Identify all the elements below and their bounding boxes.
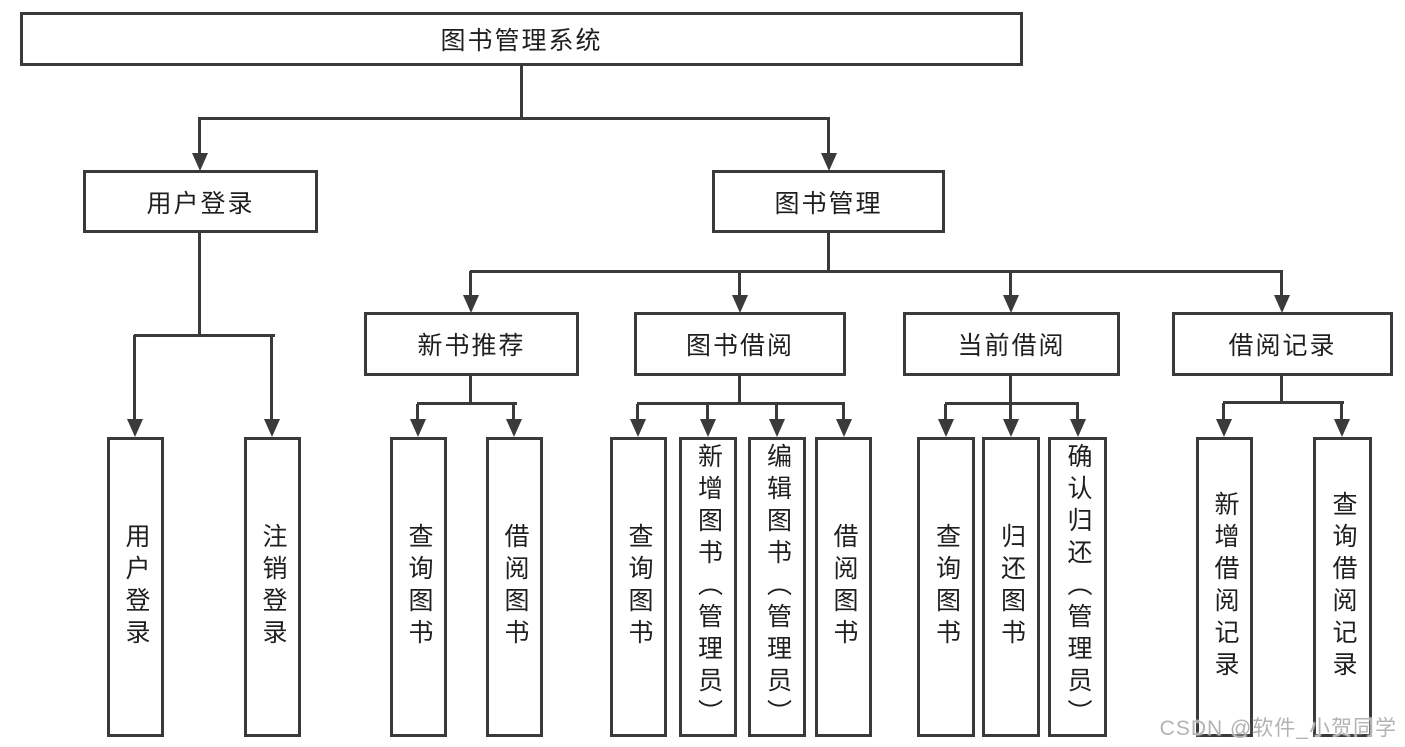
arrow-down-icon bbox=[133, 335, 136, 419]
node-label: 归还图书 bbox=[997, 523, 1026, 651]
arrow-down-icon bbox=[1009, 271, 1012, 295]
arrow-down-icon bbox=[706, 404, 709, 419]
connector-line bbox=[1223, 401, 1344, 404]
node-book-borrowing: 图书借阅 bbox=[634, 312, 846, 376]
connector-line bbox=[1009, 375, 1012, 405]
node-borrow-books-borrowing: 借阅图书 bbox=[815, 437, 872, 737]
node-label: 新增图书（管理员） bbox=[694, 443, 723, 731]
node-add-borrow-record: 新增借阅记录 bbox=[1196, 437, 1253, 737]
node-label: 图书管理 bbox=[774, 189, 883, 218]
connector-line bbox=[945, 402, 1079, 405]
arrow-down-icon bbox=[944, 404, 947, 419]
node-add-books-admin: 新增图书（管理员） bbox=[679, 437, 737, 737]
node-label: 图书管理系统 bbox=[440, 27, 603, 55]
node-new-book-recommendation: 新书推荐 bbox=[364, 312, 579, 376]
arrow-down-icon bbox=[738, 271, 741, 295]
arrow-down-icon bbox=[512, 404, 515, 419]
connector-line bbox=[738, 375, 741, 405]
connector-line bbox=[199, 117, 830, 120]
node-label: 查询图书 bbox=[405, 523, 433, 651]
arrow-down-icon bbox=[469, 271, 472, 295]
node-label: 借阅记录 bbox=[1228, 332, 1337, 360]
node-borrowing-records: 借阅记录 bbox=[1172, 312, 1393, 376]
node-label: 查询图书 bbox=[932, 523, 961, 651]
node-query-borrow-record: 查询借阅记录 bbox=[1313, 437, 1372, 737]
node-label: 图书借阅 bbox=[685, 332, 794, 360]
connector-line bbox=[637, 402, 845, 405]
node-logout: 注销登录 bbox=[244, 437, 301, 737]
node-user-login: 用户登录 bbox=[107, 437, 164, 737]
node-query-books-recommend: 查询图书 bbox=[390, 437, 447, 737]
arrow-down-icon bbox=[636, 404, 639, 419]
connector-line bbox=[520, 66, 523, 119]
arrow-down-icon bbox=[842, 404, 845, 419]
connector-line bbox=[134, 334, 275, 337]
node-label: 查询借阅记录 bbox=[1329, 491, 1357, 683]
connector-line bbox=[827, 233, 830, 273]
node-label: 当前借阅 bbox=[957, 332, 1066, 360]
arrow-down-icon bbox=[198, 117, 201, 153]
arrow-down-icon bbox=[775, 404, 778, 419]
connector-line bbox=[417, 402, 517, 405]
arrow-down-icon bbox=[1009, 404, 1012, 419]
connector-line bbox=[469, 375, 472, 405]
node-query-books-borrowing: 查询图书 bbox=[610, 437, 667, 737]
node-borrow-books-recommend: 借阅图书 bbox=[486, 437, 543, 737]
node-label: 新增借阅记录 bbox=[1211, 491, 1239, 683]
node-user-login-module: 用户登录 bbox=[83, 170, 318, 233]
node-label: 借阅图书 bbox=[830, 523, 858, 651]
arrow-down-icon bbox=[827, 117, 830, 153]
arrow-down-icon bbox=[270, 335, 273, 419]
node-label: 借阅图书 bbox=[501, 523, 529, 651]
node-label: 用户登录 bbox=[122, 523, 150, 651]
node-return-books: 归还图书 bbox=[982, 437, 1040, 737]
node-edit-books-admin: 编辑图书（管理员） bbox=[748, 437, 806, 737]
arrow-down-icon bbox=[1280, 271, 1283, 295]
node-label: 注销登录 bbox=[259, 523, 287, 651]
node-query-books-current: 查询图书 bbox=[917, 437, 975, 737]
node-label: 查询图书 bbox=[625, 523, 653, 651]
node-confirm-return-admin: 确认归还（管理员） bbox=[1048, 437, 1107, 737]
node-label: 用户登录 bbox=[146, 189, 255, 218]
connector-line bbox=[1280, 375, 1283, 404]
arrow-down-icon bbox=[1076, 404, 1079, 419]
connector-line bbox=[470, 270, 1283, 273]
node-current-borrowing: 当前借阅 bbox=[903, 312, 1120, 376]
connector-line bbox=[198, 233, 201, 336]
watermark-csdn: CSDN @软件_小贺同学 bbox=[1159, 717, 1397, 740]
arrow-down-icon bbox=[1340, 403, 1343, 419]
node-book-management-module: 图书管理 bbox=[712, 170, 945, 233]
node-label: 确认归还（管理员） bbox=[1064, 443, 1092, 731]
arrow-down-icon bbox=[1222, 403, 1225, 419]
node-label: 新书推荐 bbox=[417, 332, 526, 360]
node-library-management-system: 图书管理系统 bbox=[20, 12, 1023, 66]
arrow-down-icon bbox=[416, 404, 419, 419]
node-label: 编辑图书（管理员） bbox=[763, 443, 792, 731]
